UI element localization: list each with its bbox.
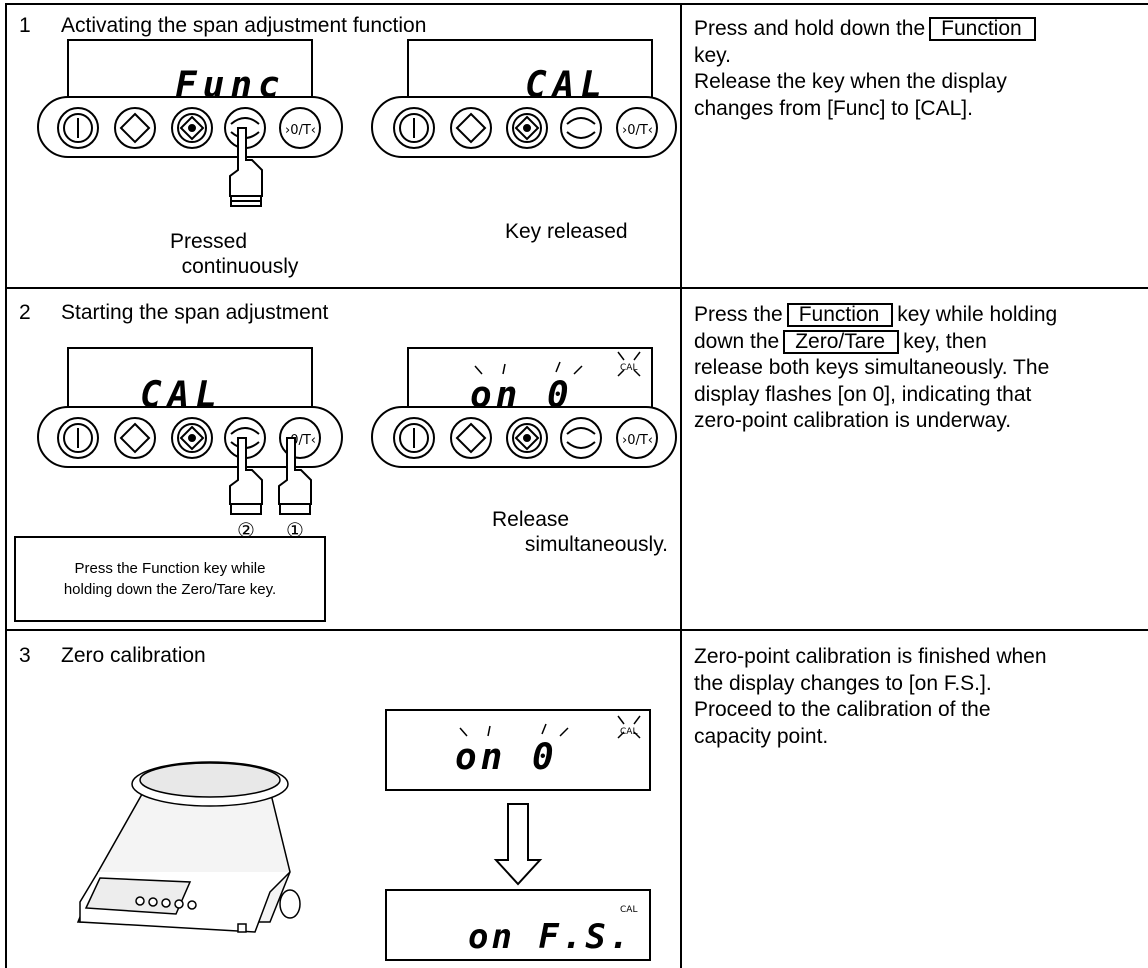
step-3-illustration: on 0 CAL on F.S. CAL (76, 709, 651, 961)
desc-text: Press the (694, 303, 783, 326)
step-3-description: Zero-point calibration is finished when … (694, 644, 1047, 750)
down-arrow (493, 803, 543, 886)
desc-text: key while holding (897, 303, 1058, 326)
desc-text: key, then (903, 329, 987, 353)
step-1-left-scale-panel: Func ›0/T‹ CAL ›0/T‹ (37, 39, 677, 207)
function-key-label: Function (929, 17, 1036, 41)
caption-line: continuously (181, 255, 299, 278)
note-line: holding down the Zero/Tare key. (63, 581, 277, 598)
step-2-number: 2 (19, 301, 31, 324)
step-1-title: Activating the span adjustment function (61, 14, 427, 37)
display-on-fs: on F.S. (468, 917, 632, 957)
desc-line: the display changes to [on F.S.]. (694, 671, 992, 695)
desc-line: display flashes [on 0], indicating that (694, 382, 1032, 406)
desc-text: down the (694, 329, 780, 353)
function-key-label: Function (786, 303, 894, 327)
caption-key-released: Key released (505, 220, 628, 243)
note-line: Press the Function key while (74, 560, 266, 577)
caption-line: Pressed (170, 230, 248, 253)
step-3-number: 3 (19, 644, 31, 667)
zero-tare-key-text: ›0/T‹ (285, 123, 316, 138)
svg-text:›0/T‹: ›0/T‹ (622, 433, 653, 448)
svg-text:›0/T‹: ›0/T‹ (622, 123, 653, 138)
desc-line: changes from [Func] to [CAL]. (694, 96, 973, 120)
desc-line: Release the key when the display (694, 70, 1007, 93)
zero-tare-key-label: Zero/Tare (783, 329, 900, 354)
desc-line: capacity point. (694, 724, 829, 748)
svg-text:CAL: CAL (620, 905, 637, 915)
step-2-scale-panels: CAL ›0/T‹ ② ① on 0 CAL (37, 347, 677, 542)
row-divider-2 (5, 629, 1148, 631)
column-divider (680, 3, 682, 968)
desc-line: Zero-point calibration is finished when (694, 645, 1047, 668)
balance-image (76, 761, 301, 933)
step-3-title: Zero calibration (61, 644, 206, 667)
display-on-zero: on 0 (455, 737, 558, 778)
caption-line: simultaneously. (524, 533, 668, 556)
row-divider-1 (5, 287, 1148, 289)
caption-line: Release (492, 508, 570, 531)
svg-text:CAL: CAL (620, 727, 637, 737)
desc-line: Proceed to the calibration of the (694, 698, 991, 721)
desc-line: release both keys simultaneously. The (694, 356, 1050, 379)
caption-release-simultaneously: Release simultaneously. (488, 507, 668, 557)
desc-line: key. (694, 43, 731, 67)
step-2-note-box: Press the Function key while holding dow… (14, 536, 326, 622)
desc-text: Press and hold down the (694, 17, 926, 40)
table-left-border (5, 3, 7, 968)
desc-line: zero-point calibration is underway. (694, 409, 1012, 432)
cal-indicator: CAL (620, 363, 637, 373)
table-top-border (5, 3, 1148, 5)
step-1-number: 1 (19, 14, 31, 37)
step-2-title: Starting the span adjustment (61, 301, 329, 324)
caption-pressed-continuously: Pressed continuously (150, 229, 330, 279)
